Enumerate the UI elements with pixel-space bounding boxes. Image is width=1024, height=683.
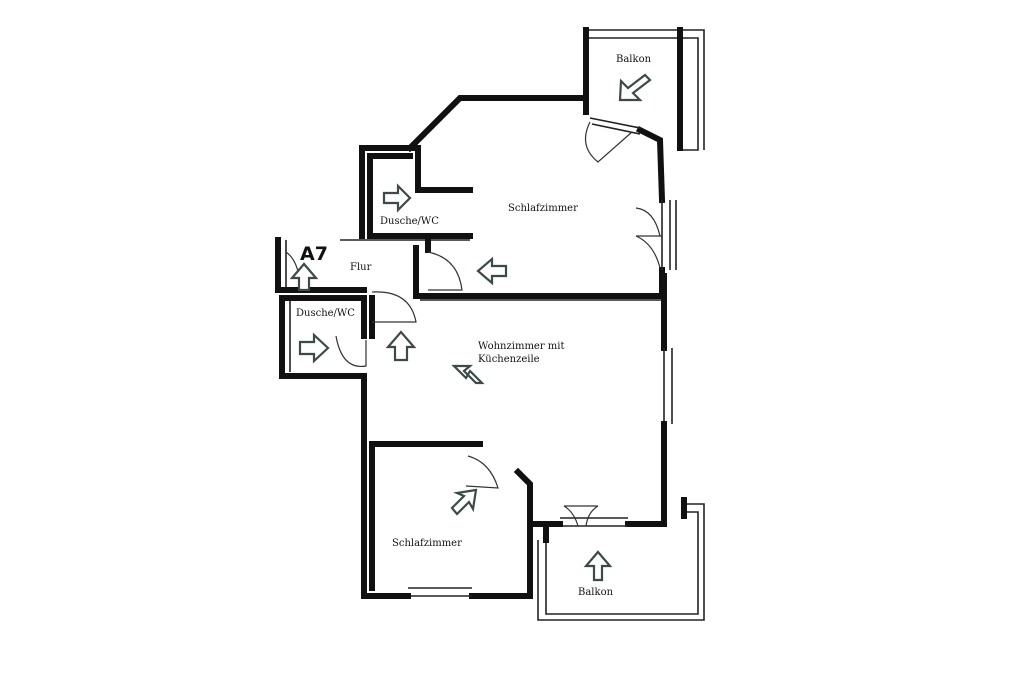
arrow-icon — [476, 256, 508, 286]
balcony-bottom — [537, 497, 705, 621]
schlafzimmer-bottom-label: Schlafzimmer — [392, 538, 462, 549]
wohnzimmer-label-line2: Küchenzeile — [478, 354, 540, 365]
balkon-top-label: Balkon — [616, 54, 652, 65]
doors — [285, 121, 662, 527]
arrow-icon — [382, 183, 412, 213]
arrow-icon — [451, 364, 485, 385]
outer-walls — [279, 95, 677, 599]
arrow-icon — [450, 488, 478, 516]
balcony-top — [583, 27, 705, 151]
balkon-bottom-label: Balkon — [578, 587, 614, 598]
schlafzimmer-top-label: Schlafzimmer — [508, 203, 578, 214]
arrow-icon — [298, 332, 330, 364]
arrow-icon — [618, 73, 652, 102]
wohnzimmer-label-line1: Wohnzimmer mit — [478, 341, 565, 352]
dusche-top-label: Dusche/WC — [380, 216, 439, 227]
room-labels: Balkon Schlafzimmer Dusche/WC Flur Dusch… — [296, 54, 652, 598]
arrow-icon — [583, 550, 613, 582]
entrance-arrows — [289, 73, 652, 582]
flur-label: Flur — [350, 262, 372, 273]
left-block — [275, 145, 665, 379]
unit-code-label: A7 — [300, 243, 328, 265]
arrow-icon — [289, 262, 319, 292]
dusche-left-label: Dusche/WC — [296, 308, 355, 319]
arrow-icon — [385, 330, 417, 362]
